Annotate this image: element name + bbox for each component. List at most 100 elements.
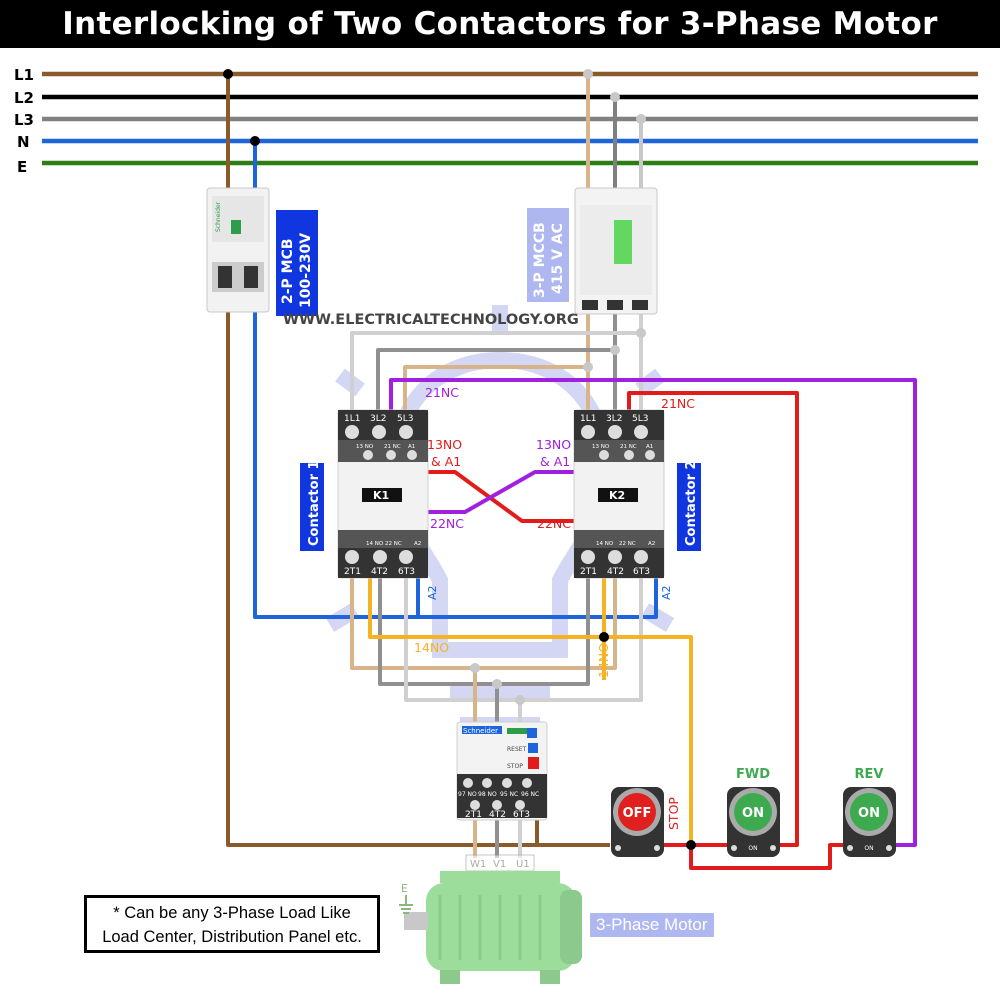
k1-aux-13no: 13 NO <box>356 444 374 450</box>
rev-small-text: ON <box>864 845 873 852</box>
wire-14no-to-stop <box>604 635 693 845</box>
label-13no-left-1: 13NO <box>427 437 462 452</box>
rev-button-text: ON <box>858 806 880 821</box>
label-13no-right-2: & A1 <box>540 454 570 469</box>
k2-aux-a2: A2 <box>648 541 655 547</box>
bus-label-E: E <box>17 158 27 176</box>
k2-aux-22nc: 22 NC <box>619 541 636 547</box>
k1-a2-label: A2 <box>426 585 439 600</box>
off-button[interactable]: OFF <box>611 787 664 857</box>
motor: W1 V1 U1 E <box>399 854 582 984</box>
wire-labels: 21NC 21NC 13NO & A1 13NO & A1 22NC 22NC … <box>414 385 695 830</box>
k1-name: K1 <box>373 489 389 502</box>
k1-aux-22nc: 22 NC <box>385 541 402 547</box>
k1-terminal-3L2: 3L2 <box>370 414 386 424</box>
k1-terminal-1L1: 1L1 <box>344 414 360 424</box>
label-21nc-left: 21NC <box>425 385 459 400</box>
k1-side-label: Contactor 1 <box>307 460 322 546</box>
k2-a2-label: A2 <box>660 585 673 600</box>
motor-label: 3-Phase Motor <box>590 913 714 937</box>
k1-aux-21nc: 21 NC <box>384 444 401 450</box>
label-14no-left: 14NO <box>414 640 449 655</box>
note-line-1: * Can be any 3-Phase Load Like <box>113 904 351 922</box>
k1-aux-a2: A2 <box>414 541 421 547</box>
k1-terminal-6T3: 6T3 <box>398 567 415 577</box>
overload-relay: Schneider RESET STOP 97 NO 98 NO 95 NC 9… <box>456 721 548 821</box>
mcb-label-line1: 2-P MCB <box>280 238 296 304</box>
k2-terminal-2T1: 2T1 <box>580 567 597 577</box>
mccb-label-line2: 415 V AC <box>550 223 566 294</box>
junction-dots <box>223 69 696 850</box>
olr-terminal-6T3: 6T3 <box>513 810 530 820</box>
mcb-label-line2: 100-230V <box>298 233 314 308</box>
label-13no-left-2: & A1 <box>431 454 461 469</box>
k2-aux-13no: 13 NO <box>592 444 610 450</box>
k1-terminal-4T2: 4T2 <box>371 567 388 577</box>
k1-aux-a1: A1 <box>408 444 415 450</box>
k2-name: K2 <box>609 489 625 502</box>
contactor-2: 1L1 3L2 5L3 13 NO 21 NC A1 K2 14 NO 22 N… <box>573 409 701 600</box>
olr-aux-96nc: 96 NC <box>521 791 539 798</box>
k1-terminal-5L3: 5L3 <box>397 414 413 424</box>
olr-aux-98no: 98 NO <box>478 791 497 798</box>
mccb-label-line1: 3-P MCCB <box>532 222 548 298</box>
rev-label: REV <box>855 767 884 782</box>
k2-aux-14no: 14 NO <box>596 541 614 547</box>
k2-aux-a1: A1 <box>646 444 653 450</box>
wire-21nc-k1 <box>389 378 917 847</box>
wire-neutral-a2 <box>253 310 658 619</box>
mcb-brand: Schneider <box>215 201 222 232</box>
olr-brand: Schneider <box>463 727 498 735</box>
wire-k1-out1 <box>350 575 617 670</box>
wire-mcb-control <box>226 310 610 847</box>
note-line-2: Load Center, Distribution Panel etc. <box>102 928 362 946</box>
fwd-small-text: ON <box>748 845 757 852</box>
k2-terminal-5L3: 5L3 <box>632 414 648 424</box>
label-22nc-left: 22NC <box>430 516 464 531</box>
mcb-label-bg <box>276 210 318 316</box>
bus-label-N: N <box>17 133 30 151</box>
k2-terminal-6T3: 6T3 <box>633 567 650 577</box>
k2-aux-21nc: 21 NC <box>620 444 637 450</box>
label-13no-right-1: 13NO <box>536 437 571 452</box>
label-22nc-right: 22NC <box>537 516 571 531</box>
bus-labels: L1 L2 L3 N E <box>14 66 34 176</box>
olr-reset: RESET <box>507 746 527 753</box>
olr-terminal-2T1: 2T1 <box>465 810 482 820</box>
website-text: WWW.ELECTRICALTECHNOLOGY.ORG <box>283 312 579 328</box>
fwd-button-text: ON <box>742 806 764 821</box>
off-button-text: OFF <box>623 806 652 821</box>
rev-button[interactable]: REV ON ON <box>843 767 896 857</box>
fwd-button[interactable]: FWD ON ON <box>727 767 780 857</box>
olr-terminal-4T2: 4T2 <box>489 810 506 820</box>
k2-terminal-1L1: 1L1 <box>580 414 596 424</box>
k1-aux-14no: 14 NO <box>366 541 384 547</box>
junction-dots-light <box>470 69 646 705</box>
k2-terminal-4T2: 4T2 <box>607 567 624 577</box>
motor-terminal-w1: W1 <box>470 859 486 870</box>
bus-bars <box>42 71 978 166</box>
fwd-label: FWD <box>736 767 770 782</box>
page-title: Interlocking of Two Contactors for 3-Pha… <box>0 0 1000 48</box>
motor-terminal-v1: V1 <box>493 859 506 870</box>
olr-aux-95nc: 95 NC <box>500 791 518 798</box>
label-21nc-right: 21NC <box>661 396 695 411</box>
contactor-1: 1L1 3L2 5L3 13 NO 21 NC A1 K1 14 NO 22 N… <box>300 409 439 600</box>
motor-earth-label: E <box>401 882 408 895</box>
bus-label-L1: L1 <box>14 66 34 84</box>
note-box: * Can be any 3-Phase Load Like Load Cent… <box>84 895 380 953</box>
motor-terminal-u1: U1 <box>516 859 530 870</box>
wire-k1-l1 <box>403 312 590 410</box>
k2-side-label: Contactor 2 <box>684 460 699 546</box>
bus-label-L3: L3 <box>14 111 34 129</box>
wires <box>226 74 917 870</box>
k1-terminal-2T1: 2T1 <box>344 567 361 577</box>
bus-label-L2: L2 <box>14 89 34 107</box>
olr-stop: STOP <box>507 763 523 770</box>
mccb-3p: 3-P MCCB 415 V AC <box>527 187 658 315</box>
label-14no-right: 14NO <box>596 643 611 678</box>
olr-aux-97no: 97 NO <box>458 791 477 798</box>
wire-k1-l3 <box>350 312 643 410</box>
